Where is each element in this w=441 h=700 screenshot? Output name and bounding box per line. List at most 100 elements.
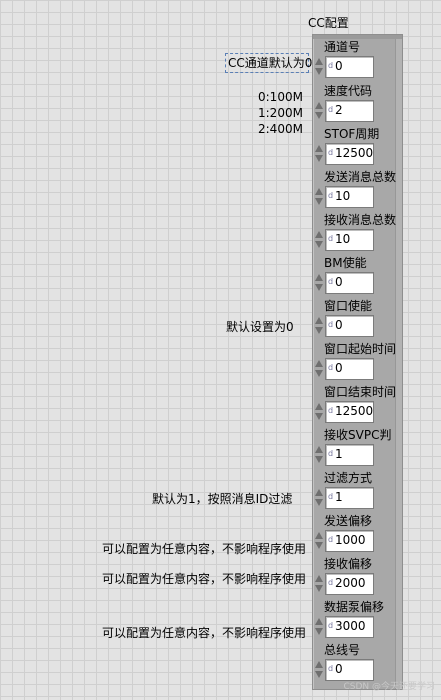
spin-buttons[interactable] bbox=[313, 57, 324, 77]
spin-buttons[interactable] bbox=[313, 574, 324, 594]
decrement-arrow-icon[interactable] bbox=[315, 284, 323, 291]
increment-arrow-icon[interactable] bbox=[315, 145, 323, 152]
numeric-value[interactable]: 0 bbox=[335, 59, 343, 73]
numeric-value[interactable]: 0 bbox=[335, 361, 343, 375]
increment-arrow-icon[interactable] bbox=[315, 532, 323, 539]
decrement-arrow-icon[interactable] bbox=[315, 628, 323, 635]
increment-arrow-icon[interactable] bbox=[315, 274, 323, 281]
spin-buttons[interactable] bbox=[313, 230, 324, 250]
decrement-arrow-icon[interactable] bbox=[315, 671, 323, 678]
increment-arrow-icon[interactable] bbox=[315, 360, 323, 367]
increment-arrow-icon[interactable] bbox=[315, 661, 323, 668]
increment-arrow-icon[interactable] bbox=[315, 317, 323, 324]
field-label: 发送消息总数 bbox=[324, 170, 397, 184]
cc-default-note: CC通道默认为0 bbox=[225, 53, 312, 73]
decrement-arrow-icon[interactable] bbox=[315, 241, 323, 248]
spin-buttons[interactable] bbox=[313, 531, 324, 551]
numeric-value[interactable]: 12500 bbox=[335, 404, 374, 418]
field-label: 数据泵偏移 bbox=[324, 600, 385, 614]
numeric-value[interactable]: 2 bbox=[335, 103, 343, 117]
spin-buttons[interactable] bbox=[313, 617, 324, 637]
numeric-value[interactable]: 12500 bbox=[335, 146, 374, 160]
increment-arrow-icon[interactable] bbox=[315, 102, 323, 109]
numeric-value[interactable]: 0 bbox=[335, 275, 343, 289]
spin-buttons[interactable] bbox=[313, 488, 324, 508]
data-type-icon: d bbox=[328, 105, 334, 114]
spin-buttons[interactable] bbox=[313, 144, 324, 164]
speed-option-2: 2:400M bbox=[258, 122, 303, 136]
numeric-value[interactable]: 1000 bbox=[335, 533, 366, 547]
increment-arrow-icon[interactable] bbox=[315, 489, 323, 496]
numeric-value[interactable]: 0 bbox=[335, 662, 343, 676]
increment-arrow-icon[interactable] bbox=[315, 188, 323, 195]
spin-buttons[interactable] bbox=[313, 359, 324, 379]
spin-buttons[interactable] bbox=[313, 187, 324, 207]
spin-buttons[interactable] bbox=[313, 660, 324, 680]
spin-buttons[interactable] bbox=[313, 402, 324, 422]
increment-arrow-icon[interactable] bbox=[315, 618, 323, 625]
data-type-icon: d bbox=[328, 191, 334, 200]
spin-buttons[interactable] bbox=[313, 273, 324, 293]
decrement-arrow-icon[interactable] bbox=[315, 456, 323, 463]
increment-arrow-icon[interactable] bbox=[315, 231, 323, 238]
numeric-value[interactable]: 1 bbox=[335, 447, 343, 461]
decrement-arrow-icon[interactable] bbox=[315, 542, 323, 549]
numeric-value[interactable]: 1 bbox=[335, 490, 343, 504]
spin-buttons[interactable] bbox=[313, 101, 324, 121]
increment-arrow-icon[interactable] bbox=[315, 403, 323, 410]
speed-option-0: 0:100M bbox=[258, 90, 303, 104]
numeric-value[interactable]: 0 bbox=[335, 318, 343, 332]
numeric-value[interactable]: 10 bbox=[335, 232, 351, 246]
numeric-value[interactable]: 10 bbox=[335, 189, 351, 203]
decrement-arrow-icon[interactable] bbox=[315, 198, 323, 205]
spin-buttons[interactable] bbox=[313, 445, 324, 465]
numeric-value[interactable]: 3000 bbox=[335, 619, 366, 633]
decrement-arrow-icon[interactable] bbox=[315, 68, 323, 75]
decrement-arrow-icon[interactable] bbox=[315, 112, 323, 119]
data-type-icon: d bbox=[328, 363, 334, 372]
decrement-arrow-icon[interactable] bbox=[315, 327, 323, 334]
decrement-arrow-icon[interactable] bbox=[315, 370, 323, 377]
decrement-arrow-icon[interactable] bbox=[315, 413, 323, 420]
decrement-arrow-icon[interactable] bbox=[315, 499, 323, 506]
increment-arrow-icon[interactable] bbox=[315, 446, 323, 453]
field-label: STOF周期 bbox=[324, 127, 380, 141]
spin-buttons[interactable] bbox=[313, 316, 324, 336]
data-type-icon: d bbox=[328, 492, 334, 501]
increment-arrow-icon[interactable] bbox=[315, 58, 323, 65]
numeric-value[interactable]: 2000 bbox=[335, 576, 366, 590]
decrement-arrow-icon[interactable] bbox=[315, 585, 323, 592]
increment-arrow-icon[interactable] bbox=[315, 575, 323, 582]
decrement-arrow-icon[interactable] bbox=[315, 155, 323, 162]
